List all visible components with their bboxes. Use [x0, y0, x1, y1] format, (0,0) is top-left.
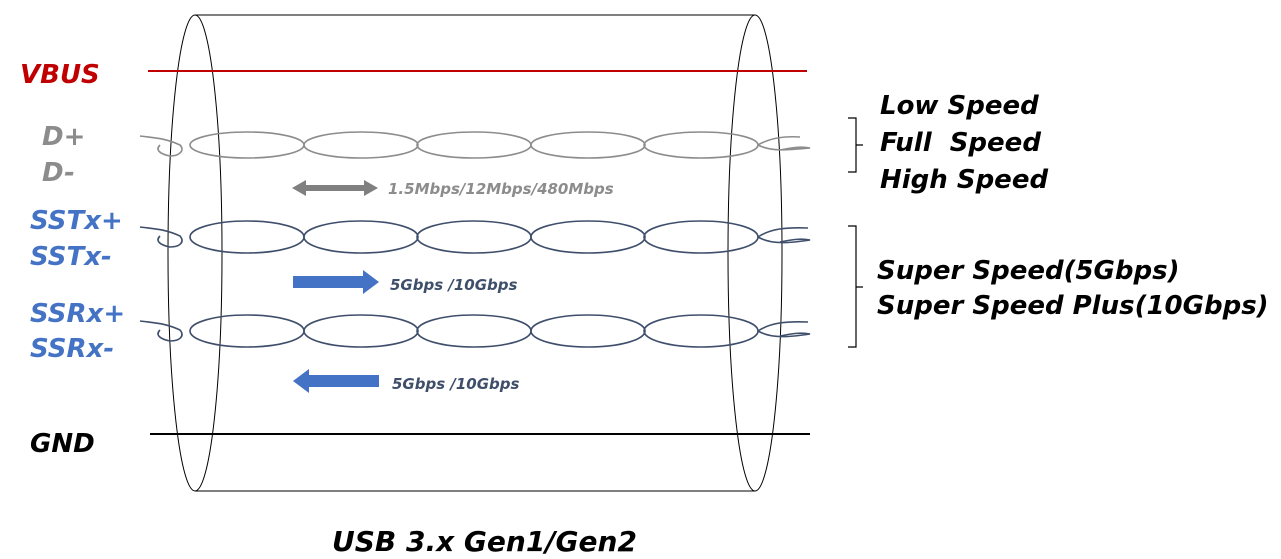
pin-label-d-minus: D- [42, 158, 75, 188]
twist-loop [530, 220, 646, 254]
speed-label-super: Super Speed(5Gbps) [877, 256, 1179, 286]
pin-label-gnd: GND [30, 429, 95, 459]
usb2-rate-label: 1.5Mbps/12Mbps/480Mbps [388, 180, 614, 198]
twist-loop [643, 314, 759, 348]
twist-loop [416, 220, 532, 254]
right-arrow-icon [293, 270, 379, 294]
double-headed-arrow-icon [292, 180, 378, 196]
ssrx-twisted-pair [139, 314, 811, 348]
twist-loop [303, 131, 419, 159]
twist-loop [643, 131, 759, 159]
twist-right-tail [757, 320, 811, 338]
twist-loop [189, 131, 305, 159]
usb2-twisted-pair [139, 131, 811, 159]
twist-loop [189, 314, 305, 348]
twist-right-tail [757, 226, 811, 244]
speed-label-super-plus: Super Speed Plus(10Gbps) [877, 291, 1269, 321]
sstx-twisted-pair [139, 220, 811, 254]
cable-left-end [167, 14, 223, 492]
speed-label-low: Low Speed [880, 91, 1039, 121]
cable-right-end [727, 14, 783, 492]
twist-left-tail [139, 320, 183, 342]
twist-loop [530, 314, 646, 348]
twist-loop [189, 220, 305, 254]
speed-label-high: High Speed [880, 165, 1048, 195]
speed-label-full: Full Speed [880, 128, 1041, 158]
pin-label-sstx-minus: SSTx- [30, 242, 112, 272]
twist-left-tail [139, 226, 183, 248]
pin-label-ssrx-minus: SSRx- [30, 334, 114, 364]
diagram-caption: USB 3.x Gen1/Gen2 [332, 525, 637, 558]
twist-left-tail [139, 135, 183, 157]
twist-loop [416, 131, 532, 159]
left-arrow-icon [293, 369, 379, 393]
cable-body [167, 14, 783, 492]
usb2-speed-bracket [848, 117, 863, 173]
superspeed-bracket [848, 225, 863, 348]
pin-label-vbus: VBUS [20, 60, 100, 90]
pin-label-ssrx-plus: SSRx+ [30, 299, 125, 329]
rx-rate-label: 5Gbps /10Gbps [392, 375, 520, 393]
pin-label-sstx-plus: SSTx+ [30, 206, 123, 236]
tx-rate-label: 5Gbps /10Gbps [390, 276, 518, 294]
twist-loop [303, 314, 419, 348]
pin-label-d-plus: D+ [42, 122, 85, 152]
twist-right-tail [757, 135, 811, 151]
twist-loop [303, 220, 419, 254]
twist-loop [416, 314, 532, 348]
twist-loop [530, 131, 646, 159]
twist-loop [643, 220, 759, 254]
